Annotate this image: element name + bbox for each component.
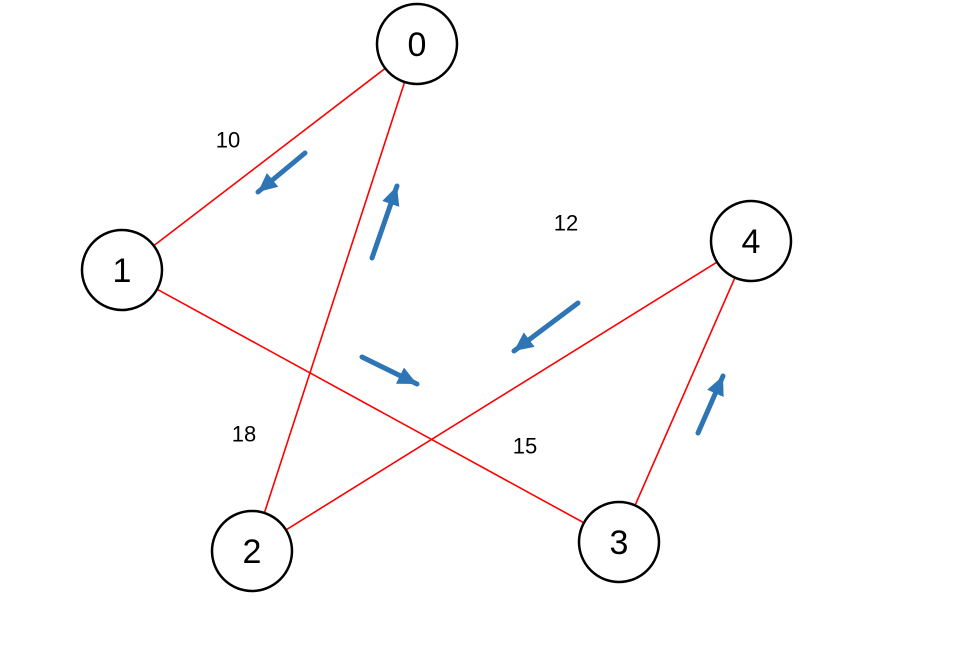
- edge-2-0: [251, 43, 418, 552]
- edge-1-3: [121, 269, 620, 543]
- node-label-2: 2: [243, 533, 262, 571]
- edge-weight-0-1: 10: [216, 128, 240, 153]
- node-3: [577, 500, 661, 584]
- node-label-3: 3: [610, 524, 629, 562]
- node-1: [80, 228, 164, 312]
- edge-0-1: [121, 43, 418, 271]
- node-label-1: 1: [113, 252, 132, 290]
- direction-arrow-icon-3-4: [695, 373, 726, 436]
- direction-arrow-icon-4-2: [511, 300, 581, 354]
- node-label-0: 0: [408, 26, 427, 64]
- node-2: [210, 509, 294, 593]
- direction-arrow-icon-0-1: [255, 150, 308, 195]
- edge-3-4: [618, 240, 752, 543]
- direction-arrow-icon-1-3: [359, 354, 420, 387]
- edge-weight-4-2: 12: [554, 211, 578, 236]
- edge-weight-1-3: 15: [513, 434, 537, 459]
- node-0: [375, 2, 459, 86]
- node-label-4: 4: [742, 223, 761, 261]
- direction-arrow-icon-2-0: [369, 183, 400, 261]
- node-4: [709, 199, 793, 283]
- edge-weight-2-0: 18: [232, 422, 256, 447]
- edge-4-2: [251, 240, 752, 552]
